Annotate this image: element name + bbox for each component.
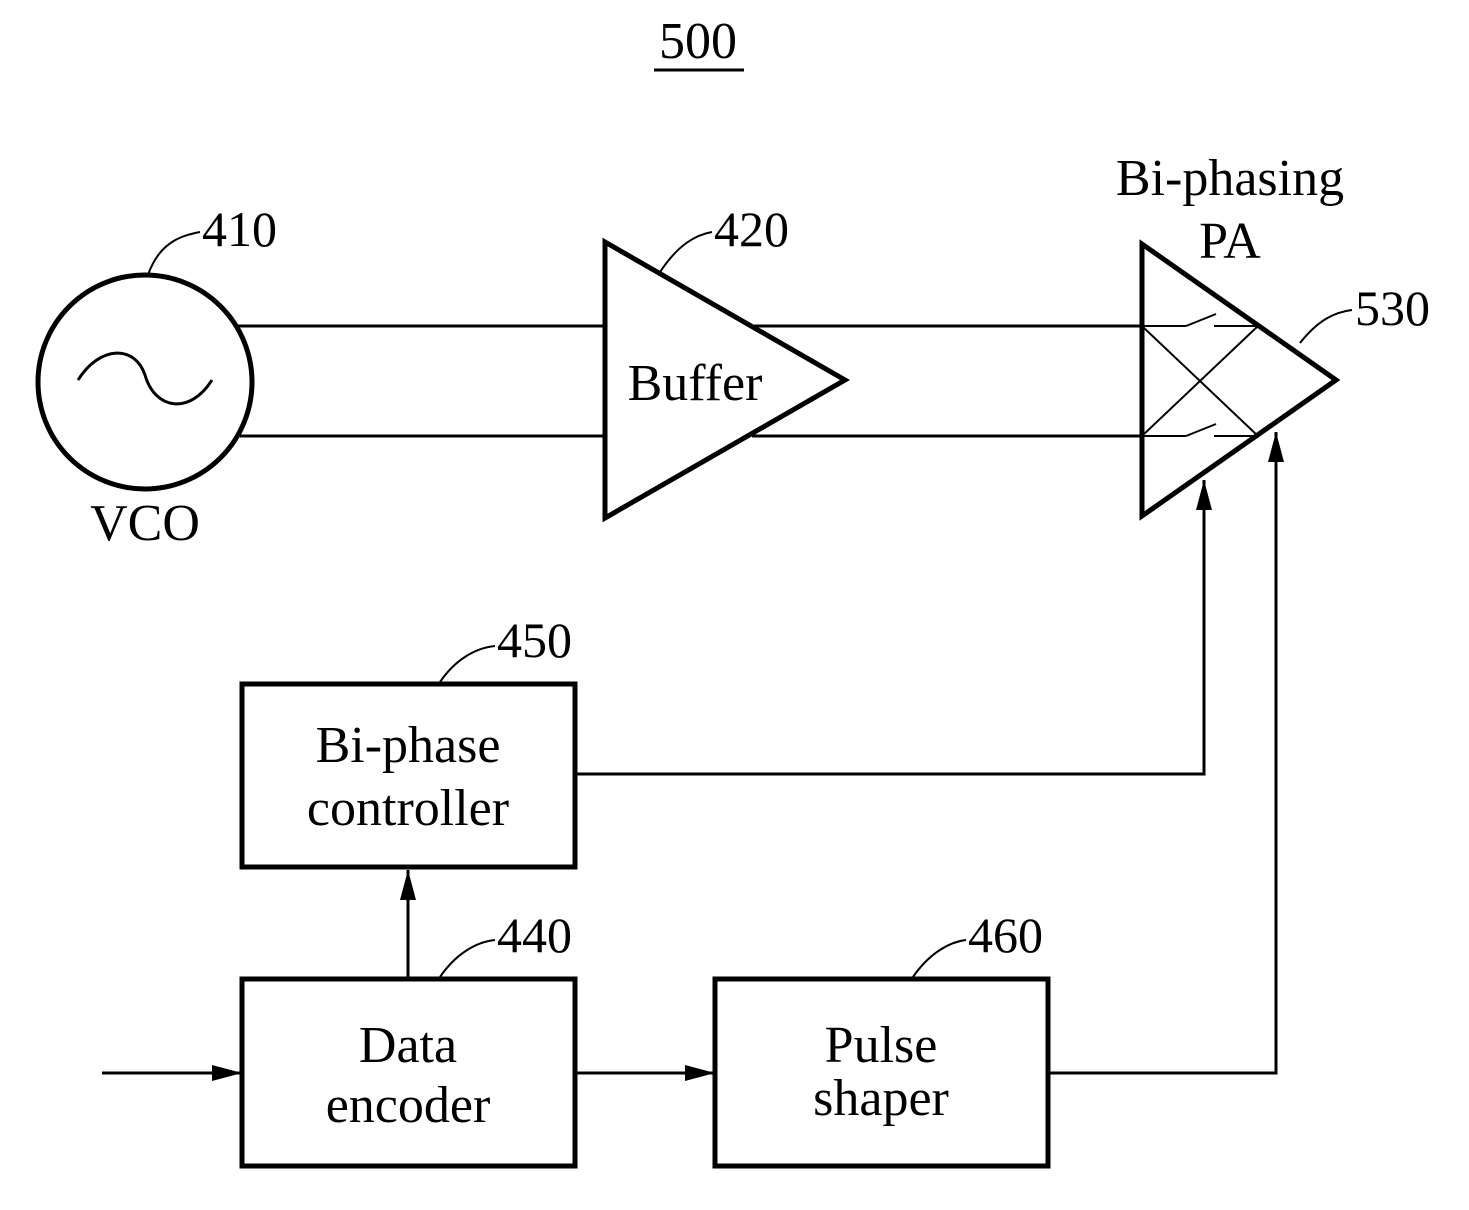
pa-switch-top xyxy=(1186,314,1216,326)
pa-ref-number: 530 xyxy=(1355,280,1430,336)
pa-switch-bottom xyxy=(1186,424,1216,436)
biphase-controller-block: Bi-phase controller 450 xyxy=(242,612,575,867)
shaper-to-pa-wire xyxy=(1048,432,1276,1073)
vco-label: VCO xyxy=(90,495,200,552)
controller-to-pa-wire xyxy=(575,480,1204,774)
figure-number: 500 xyxy=(659,13,737,70)
buffer-block: Buffer 420 xyxy=(605,201,845,518)
pa-block: Bi-phasing PA 530 xyxy=(1116,150,1430,516)
vco-ref-leader xyxy=(148,232,200,275)
data-encoder-ref-leader xyxy=(440,940,495,977)
pulse-shaper-line2: shaper xyxy=(813,1070,949,1127)
data-encoder-line2: encoder xyxy=(326,1077,491,1134)
biphase-controller-ref-number: 450 xyxy=(497,612,572,668)
buffer-ref-number: 420 xyxy=(714,201,789,257)
pa-ref-leader xyxy=(1300,310,1352,343)
biphase-controller-line1: Bi-phase xyxy=(316,717,501,774)
pulse-shaper-block: Pulse shaper 460 xyxy=(715,907,1048,1166)
pulse-shaper-ref-number: 460 xyxy=(968,907,1043,963)
pulse-shaper-line1: Pulse xyxy=(825,1017,938,1074)
biphase-controller-line2: controller xyxy=(307,780,509,837)
vco-ref-number: 410 xyxy=(202,201,277,257)
sine-wave-icon xyxy=(78,353,212,404)
pa-label-line1: Bi-phasing xyxy=(1116,150,1344,207)
pa-triangle xyxy=(1142,244,1336,516)
vco-circle xyxy=(38,275,252,489)
buffer-label: Buffer xyxy=(628,355,763,412)
buffer-ref-leader xyxy=(660,232,712,272)
pulse-shaper-ref-leader xyxy=(913,940,966,977)
biphase-controller-box xyxy=(242,684,575,867)
vco-block: VCO 410 xyxy=(38,201,277,552)
biphase-controller-ref-leader xyxy=(440,646,495,682)
data-encoder-line1: Data xyxy=(359,1017,457,1074)
pa-label-line2: PA xyxy=(1199,213,1261,270)
data-encoder-ref-number: 440 xyxy=(497,907,572,963)
